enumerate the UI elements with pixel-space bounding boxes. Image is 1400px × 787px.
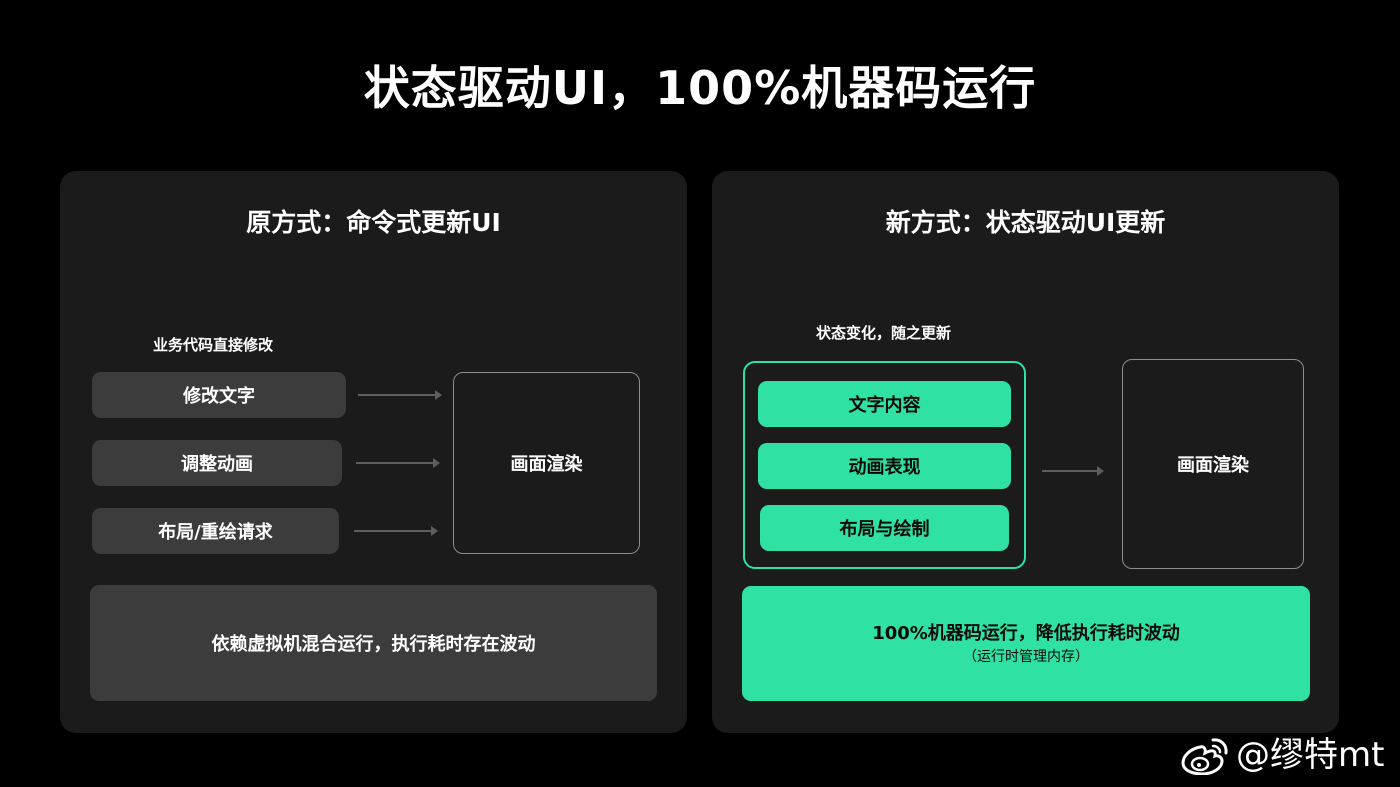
- arrow-state-to-render: [1042, 466, 1104, 476]
- render-box-left: 画面渲染: [453, 372, 640, 554]
- animation-behavior-box: 动画表现: [758, 443, 1011, 489]
- new-approach-caption: 状态变化，随之更新: [816, 324, 952, 342]
- layout-redraw-request-box: 布局/重绘请求: [92, 508, 339, 554]
- arrow-3: [354, 526, 438, 536]
- old-approach-bottom-bar: 依赖虚拟机混合运行，执行耗时存在波动: [90, 585, 657, 701]
- text-content-box: 文字内容: [758, 381, 1011, 427]
- layout-and-drawing-box: 布局与绘制: [760, 505, 1009, 551]
- old-approach-title: 原方式：命令式更新UI: [246, 208, 501, 237]
- new-approach-bottom-text: 100%机器码运行，降低执行耗时波动: [872, 622, 1180, 644]
- render-box-right: 画面渲染: [1122, 359, 1304, 569]
- weibo-icon: [1180, 735, 1230, 775]
- old-approach-caption: 业务代码直接修改: [153, 336, 274, 354]
- state-group-box: [743, 361, 1026, 569]
- weibo-handle: @缪特mt: [1236, 735, 1385, 775]
- arrow-1: [358, 390, 442, 400]
- arrow-2: [356, 458, 440, 468]
- new-approach-bottom-bar: 100%机器码运行，降低执行耗时波动 （运行时管理内存）: [742, 586, 1310, 701]
- page-title: 状态驱动UI，100%机器码运行: [363, 61, 1037, 115]
- new-approach-panel: 新方式：状态驱动UI更新 状态变化，随之更新 文字内容 动画表现 布局与绘制 画…: [712, 171, 1339, 733]
- adjust-animation-box: 调整动画: [92, 440, 342, 486]
- weibo-watermark: @缪特mt: [1180, 732, 1384, 778]
- new-approach-bottom-subtext: （运行时管理内存）: [963, 648, 1089, 665]
- old-approach-panel: 原方式：命令式更新UI 业务代码直接修改 修改文字 调整动画 布局/重绘请求 画…: [60, 171, 687, 733]
- new-approach-title: 新方式：状态驱动UI更新: [885, 208, 1166, 237]
- old-approach-bottom-text: 依赖虚拟机混合运行，执行耗时存在波动: [211, 634, 536, 655]
- modify-text-box: 修改文字: [92, 372, 346, 418]
